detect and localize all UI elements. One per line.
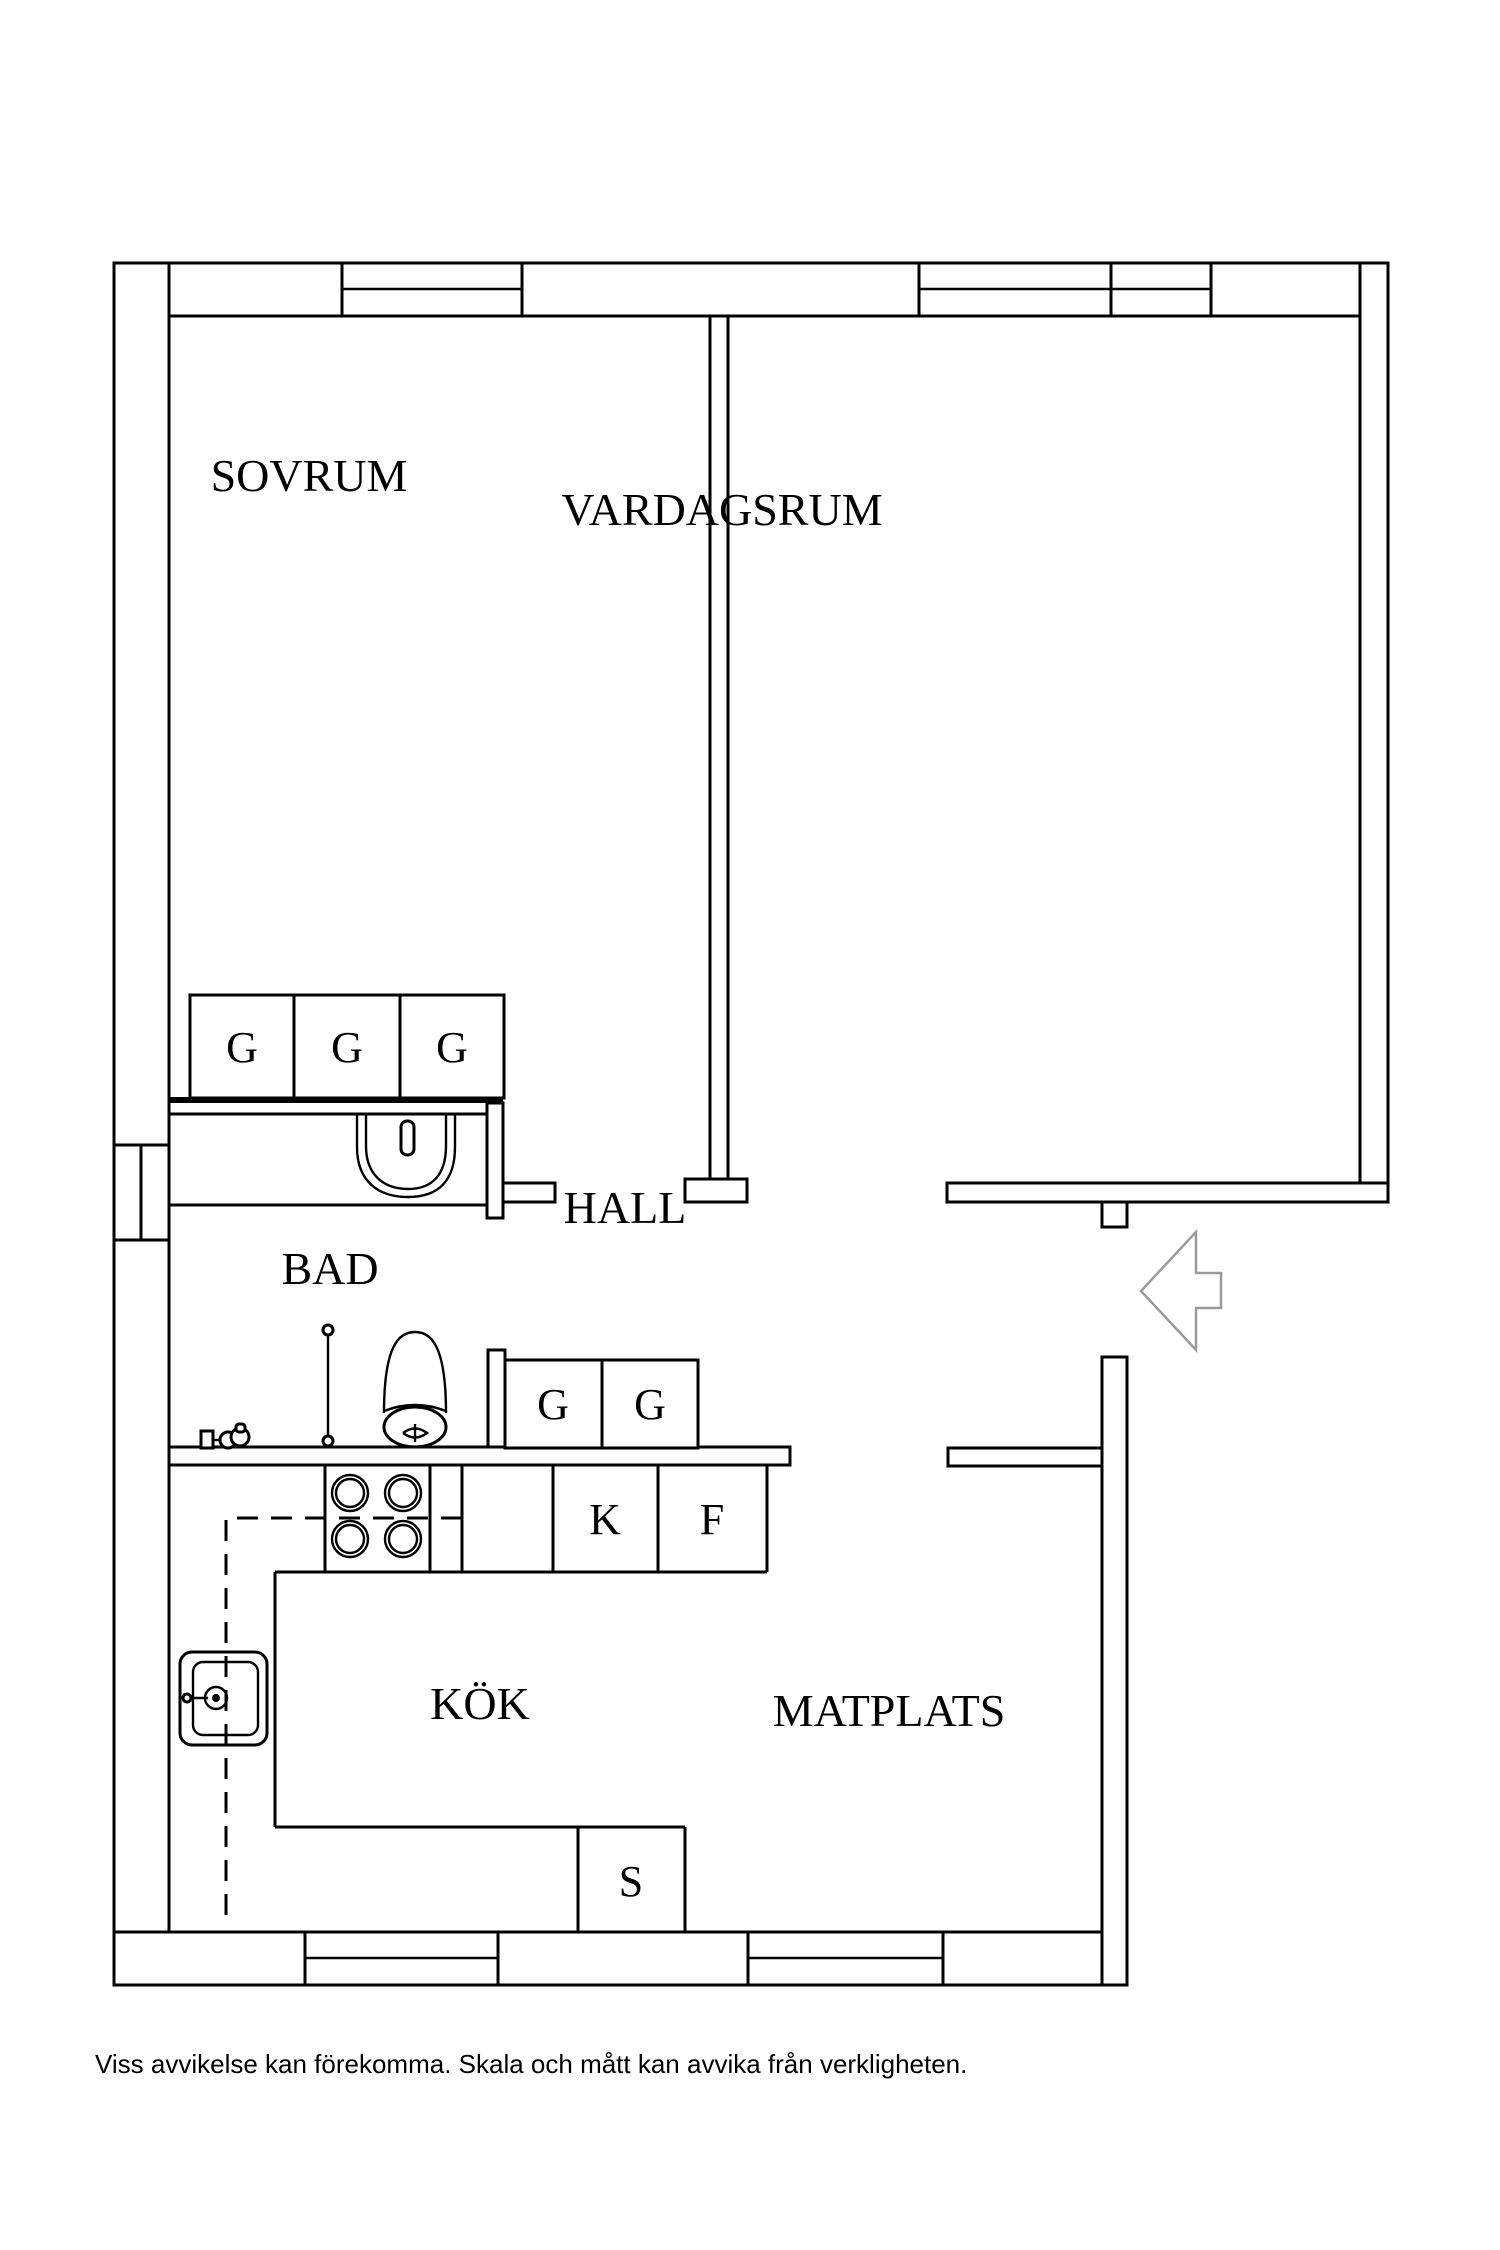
room-label-bad: BAD — [281, 1243, 378, 1294]
wardrobe-label: G — [331, 1023, 363, 1072]
wall-left — [112, 261, 171, 1987]
wardrobe-box — [398, 993, 506, 1100]
wall-hall-pillar — [486, 1348, 507, 1449]
kitchen-sink-icon — [178, 1650, 269, 1747]
bath-counter — [167, 1112, 489, 1207]
stove-burners-icon — [330, 1473, 423, 1559]
counter-dashed-edge — [224, 1516, 462, 1923]
window-sovrum — [340, 261, 524, 318]
wall-hall-south — [946, 1446, 1104, 1468]
wardrobe-box — [292, 993, 402, 1100]
bath-sink-icon — [355, 1114, 457, 1199]
freezer-label: F — [700, 1495, 724, 1544]
wardrobe-label: G — [537, 1380, 569, 1429]
pantry-label: S — [619, 1857, 643, 1906]
wall-sovrum-bad — [169, 1097, 503, 1103]
bath-faucet-icon — [199, 1422, 251, 1450]
wardrobe-label: G — [634, 1380, 666, 1429]
wardrobe-label: G — [436, 1023, 468, 1072]
wardrobe-box — [188, 993, 296, 1100]
fridge-label: K — [589, 1495, 621, 1544]
room-label-matplats: MATPLATS — [773, 1685, 1006, 1736]
toilet-icon — [382, 1330, 448, 1449]
window-kok-bottom — [303, 1930, 500, 1987]
sovrum-wardrobes: G G G — [188, 993, 506, 1100]
wall-bad-stub — [501, 1181, 557, 1204]
shower-rail-icon — [321, 1323, 335, 1448]
room-labels: SOVRUM VARDAGSRUM BAD HALL KÖK MATPLATS — [211, 450, 1006, 1736]
disclaimer-text: Viss avvikelse kan förekomma. Skala och … — [95, 2049, 967, 2079]
wall-niche-left — [112, 1143, 171, 1242]
window-vardagsrum — [917, 261, 1213, 318]
window-matplats-bottom — [746, 1930, 945, 1987]
wardrobe-box — [503, 1358, 604, 1450]
entry-door-jamb-top — [1100, 1200, 1129, 1229]
bathroom-fixtures — [167, 1112, 489, 1450]
wardrobe-label: G — [226, 1023, 258, 1072]
wall-vardagsrum-south — [945, 1181, 1390, 1204]
room-label-sovrum: SOVRUM — [211, 450, 408, 501]
room-label-vardagsrum: VARDAGSRUM — [561, 484, 882, 535]
wall-right-upper — [1358, 261, 1390, 1204]
wardrobe-box — [600, 1358, 700, 1450]
wall-bad-east — [485, 1101, 505, 1220]
room-label-kok: KÖK — [430, 1678, 530, 1729]
wall-bad-kok — [167, 1445, 792, 1467]
wall-sovrum-vardagsrum-divider — [708, 314, 730, 1181]
wall-bottom — [112, 1930, 1129, 1987]
room-label-hall: HALL — [564, 1182, 687, 1233]
hall-wardrobes: G G — [503, 1358, 700, 1450]
wall-east-lower — [1100, 1355, 1129, 1987]
wall-divider-crossbar — [683, 1177, 749, 1204]
entry-arrow-icon — [1139, 1228, 1223, 1354]
walls — [112, 261, 1390, 1987]
kitchen-counter: K F S — [178, 1465, 769, 1932]
windows — [112, 261, 1213, 1987]
